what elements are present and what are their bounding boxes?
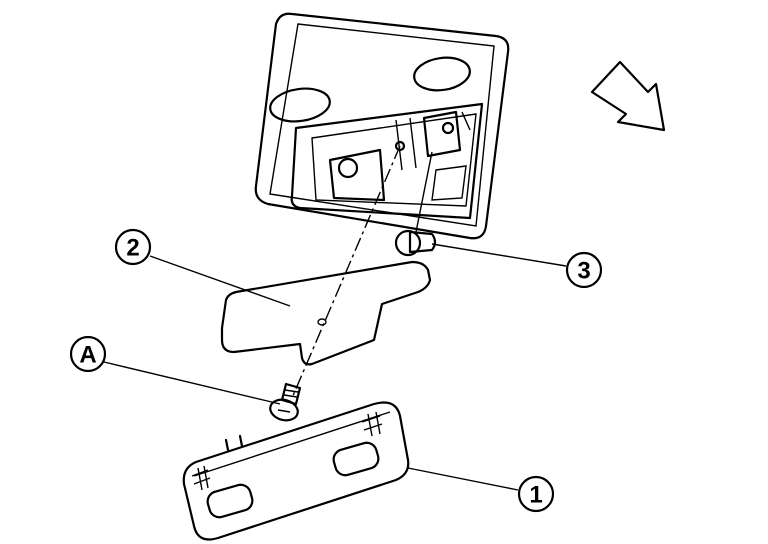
leader-line-2 xyxy=(149,255,291,307)
screw-axis-line xyxy=(291,145,401,399)
callout-A-label: A xyxy=(79,342,96,369)
bulb xyxy=(394,229,437,257)
callout-3: 3 xyxy=(565,251,603,289)
leader-line-A xyxy=(103,361,281,405)
screw xyxy=(269,382,302,422)
bulb-axis-line xyxy=(415,151,433,233)
callout-1-label: 1 xyxy=(529,482,542,509)
leader-line-3 xyxy=(431,243,567,267)
callout-A: A xyxy=(69,335,107,373)
lens xyxy=(220,260,432,366)
callout-2-label: 2 xyxy=(126,235,139,262)
lamp-housing xyxy=(254,12,510,240)
direction-arrow-icon xyxy=(590,60,666,132)
callout-1: 1 xyxy=(517,475,555,513)
lamp-cover xyxy=(182,401,410,541)
callout-3-label: 3 xyxy=(577,258,590,285)
callout-2: 2 xyxy=(114,228,152,266)
leader-line-1 xyxy=(407,467,519,491)
